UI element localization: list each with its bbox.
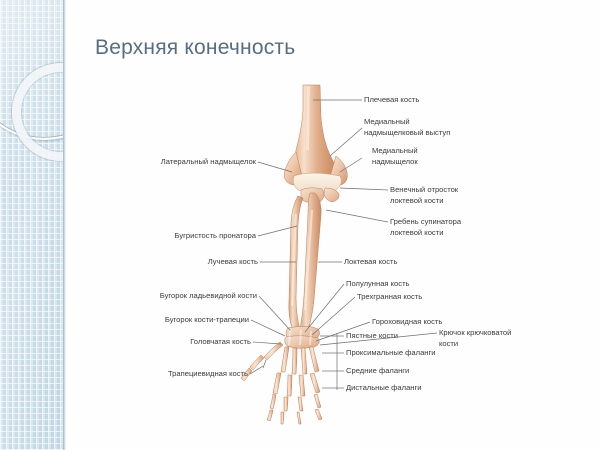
- label-distal-phalanges: Дистальные фаланги: [346, 383, 422, 392]
- label-trapezoid: Трапециевидная кость: [167, 369, 248, 378]
- label-hamulus: Крючок крючковатой кости: [439, 328, 512, 348]
- phalanges-bones: [240, 354, 323, 425]
- label-radius: Лучевая кость: [207, 257, 258, 266]
- label-supracondylar: Медиальный надмыщелковый выступ: [364, 117, 451, 137]
- humerus-bone: [283, 84, 348, 194]
- metacarpal-bones: [263, 341, 320, 375]
- label-medial-epicondyle: Медиальный надмыщелок: [372, 146, 418, 166]
- radius-bone: [288, 195, 304, 331]
- label-proximal-phalanges: Проксимальные фаланги: [346, 348, 436, 357]
- ulna-bone: [299, 192, 322, 331]
- label-metacarpals: Пястные кости: [346, 331, 398, 340]
- label-humurus: Плечевая кость: [364, 95, 420, 104]
- label-middle-phalanges: Средние фаланги: [346, 366, 410, 375]
- label-capitate: Головчатая кость: [190, 337, 251, 346]
- label-ulna: Локтевая кость: [344, 257, 398, 266]
- elbow-joint: [300, 187, 340, 204]
- label-triquetral: Трехгранная кость: [357, 292, 423, 301]
- label-scaphoid-tubercle: Бугорок ладьевидной кости: [159, 291, 257, 300]
- page-title: Верхняя конечность: [95, 36, 296, 59]
- label-trapezium-tubercle: Бугорок кости-трапеции: [164, 315, 249, 324]
- label-pisiform: Гороховидная кость: [372, 317, 443, 326]
- sidebar-edge-divider: [63, 0, 66, 450]
- label-lunate: Полулунная кость: [346, 279, 410, 288]
- label-pronator-tuberosity: Бугристость пронатора: [174, 231, 256, 240]
- label-supinator-crest: Гребень супинатора локтевой кости: [390, 217, 462, 237]
- label-lateral-epicondyle: Латеральный надмыщелок: [160, 157, 256, 166]
- carpal-bones: [284, 326, 320, 349]
- sidebar-decoration: [0, 0, 64, 450]
- label-coronoid-process: Венечный отросток локтевой кости: [390, 185, 459, 205]
